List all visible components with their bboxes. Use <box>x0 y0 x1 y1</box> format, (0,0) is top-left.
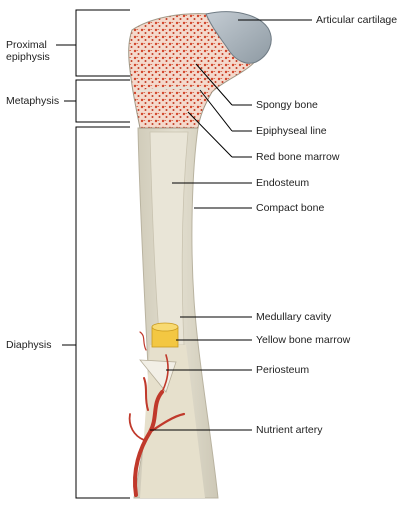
periosteum-flap <box>139 359 177 393</box>
label-medullary-cavity: Medullary cavity <box>256 311 332 323</box>
label-nutrient-artery: Nutrient artery <box>256 424 323 436</box>
label-proximal-epiphysis-line2: epiphysis <box>6 51 50 63</box>
right-leader-lines <box>150 19 312 431</box>
label-diaphysis: Diaphysis <box>6 339 52 351</box>
label-compact-bone: Compact bone <box>256 202 325 214</box>
label-red-bone-marrow: Red bone marrow <box>256 151 340 163</box>
left-brackets <box>56 9 130 499</box>
label-articular-cartilage: Articular cartilage <box>316 14 398 26</box>
articular-cartilage <box>205 11 272 64</box>
label-proximal-epiphysis: Proximal epiphysis <box>6 39 50 63</box>
nutrient-artery <box>128 331 186 497</box>
label-proximal-epiphysis-line1: Proximal <box>6 39 47 51</box>
epiphyseal-line <box>135 86 209 94</box>
label-periosteum: Periosteum <box>256 364 310 376</box>
label-spongy-bone: Spongy bone <box>256 99 318 111</box>
label-yellow-bone-marrow: Yellow bone marrow <box>256 334 351 346</box>
label-epiphyseal-line: Epiphyseal line <box>256 125 327 137</box>
label-endosteum: Endosteum <box>256 177 310 189</box>
label-metaphysis: Metaphysis <box>6 95 60 107</box>
yellow-bone-marrow-plug <box>151 322 179 348</box>
